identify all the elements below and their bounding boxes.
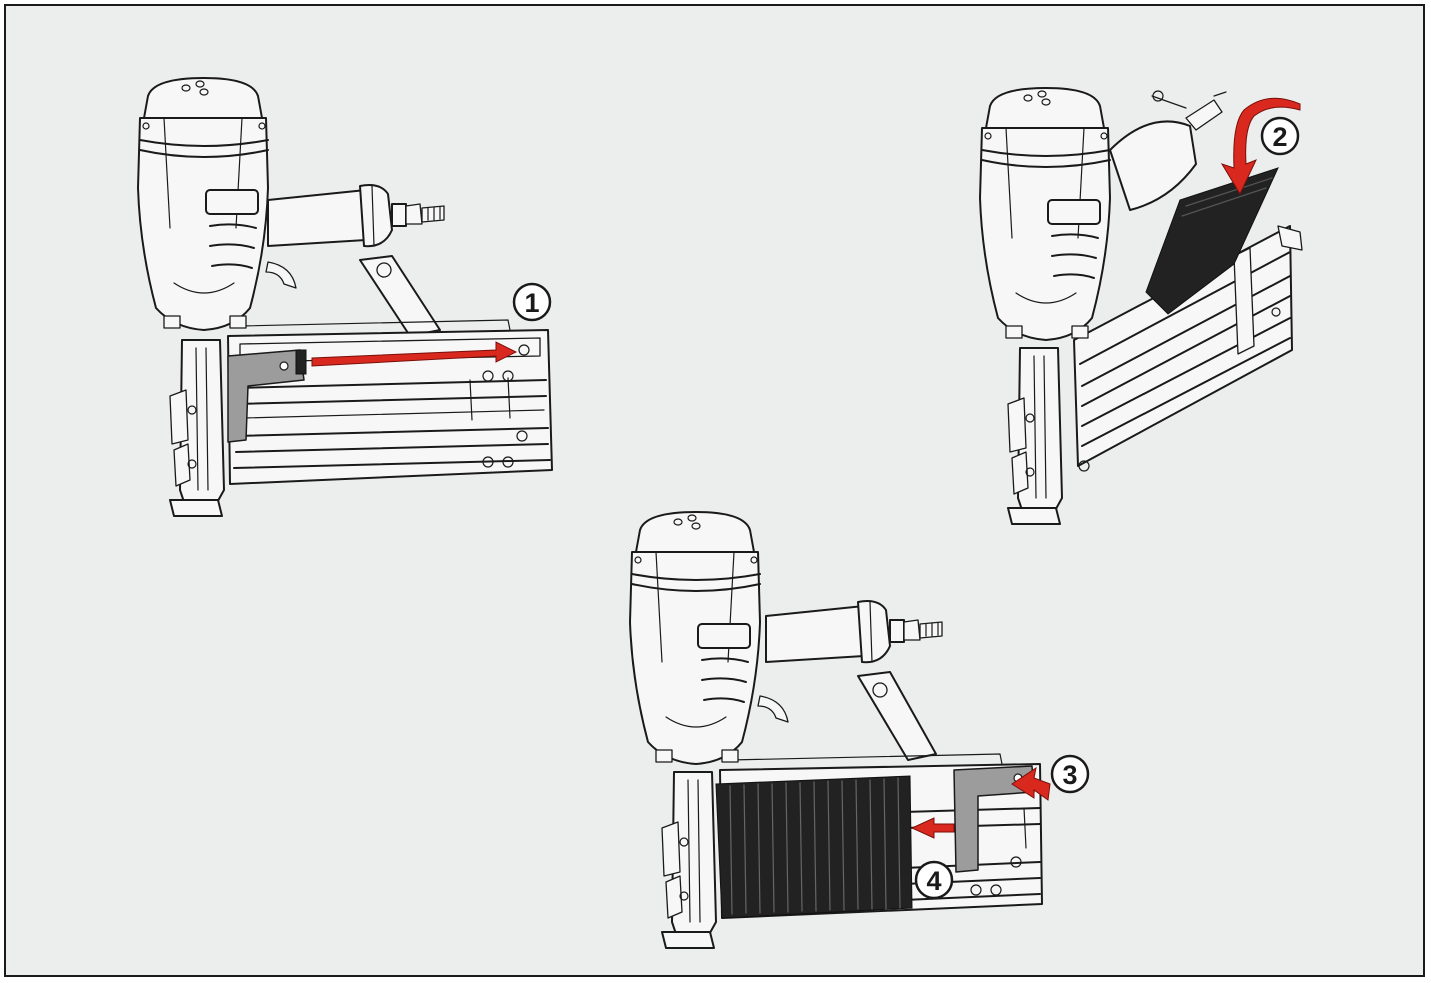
step-badge-4: 4 bbox=[914, 860, 954, 900]
curved-arrow-icon bbox=[1220, 97, 1301, 196]
nail-strip bbox=[1145, 167, 1279, 315]
step-badge-3: 3 bbox=[1050, 754, 1090, 794]
step-badge-1: 1 bbox=[512, 282, 552, 322]
step-number-1: 1 bbox=[524, 288, 539, 318]
step-number-4: 4 bbox=[926, 866, 941, 896]
step-number-3: 3 bbox=[1062, 760, 1077, 790]
direction-arrow-icon bbox=[910, 817, 955, 839]
step-badge-2: 2 bbox=[1260, 116, 1300, 156]
figure-step-3-4: 3 4 bbox=[629, 511, 1090, 949]
step-number-2: 2 bbox=[1272, 122, 1287, 152]
direction-arrow-icon bbox=[311, 341, 518, 367]
figure-step-1: 1 bbox=[137, 77, 553, 517]
figure-step-2: 2 bbox=[979, 87, 1303, 525]
nail-strip bbox=[715, 775, 913, 919]
push-arrow-icon bbox=[1011, 766, 1051, 801]
